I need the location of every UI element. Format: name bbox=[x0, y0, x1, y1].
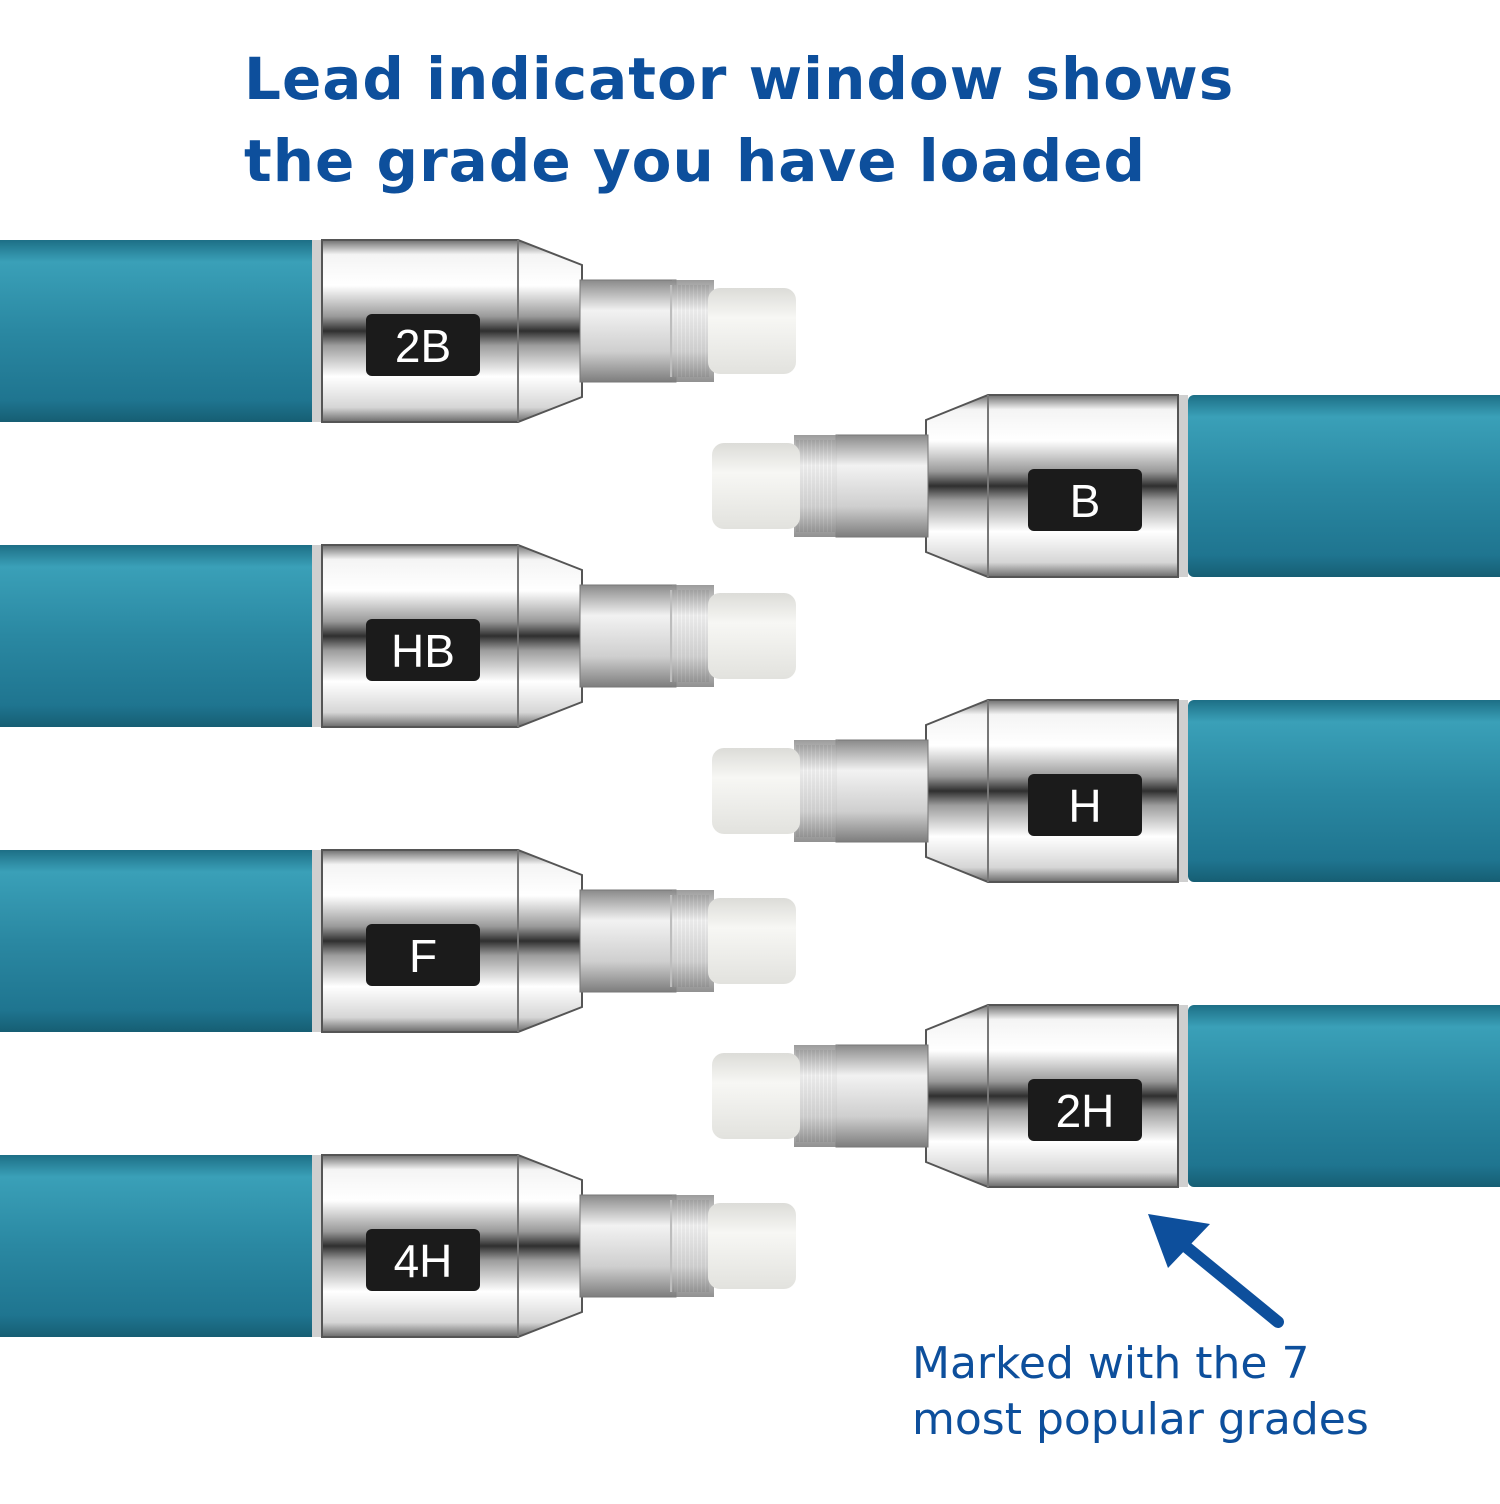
grade-label: B bbox=[1070, 475, 1101, 527]
headline: Lead indicator window shows the grade yo… bbox=[244, 38, 1344, 202]
caption-line-2: most popular grades bbox=[912, 1394, 1369, 1445]
eraser bbox=[712, 443, 800, 529]
pencil-f: F bbox=[0, 849, 796, 1033]
grade-window bbox=[366, 924, 480, 986]
pencil-hb: HB bbox=[0, 544, 796, 728]
pencil-4h: 4H bbox=[0, 1154, 796, 1338]
grade-label: 4H bbox=[394, 1235, 453, 1287]
pencil-barrel bbox=[1188, 395, 1500, 577]
pencil-2b: 2B bbox=[0, 239, 796, 423]
grade-window bbox=[366, 619, 480, 681]
eraser-spring bbox=[794, 1045, 838, 1147]
pencil-barrel bbox=[0, 240, 322, 422]
grades-caption: Marked with the 7 most popular grades bbox=[912, 1336, 1492, 1448]
grade-label: F bbox=[409, 930, 437, 982]
eraser-spring bbox=[672, 890, 714, 992]
pencil-h: H bbox=[712, 699, 1500, 883]
headline-line-1: Lead indicator window shows bbox=[244, 45, 1235, 113]
eraser bbox=[712, 1053, 800, 1139]
eraser bbox=[712, 748, 800, 834]
eraser bbox=[708, 1203, 796, 1289]
eraser-spring bbox=[672, 1195, 714, 1297]
pencil-barrel bbox=[1188, 1005, 1500, 1187]
pencil-2h: 2H bbox=[712, 1004, 1500, 1188]
grade-window bbox=[366, 314, 480, 376]
arrow-up-left-icon bbox=[1148, 1214, 1284, 1328]
pencil-b: B bbox=[712, 394, 1500, 578]
pencil-barrel bbox=[0, 850, 322, 1032]
grade-label: HB bbox=[391, 625, 455, 677]
pencil-barrel bbox=[0, 1155, 322, 1337]
pencil-barrel bbox=[1188, 700, 1500, 882]
eraser bbox=[708, 898, 796, 984]
eraser bbox=[708, 288, 796, 374]
grade-window bbox=[1028, 774, 1142, 836]
grade-label: 2B bbox=[395, 320, 451, 372]
eraser-spring bbox=[672, 585, 714, 687]
pencil-barrel bbox=[0, 545, 322, 727]
eraser-spring bbox=[794, 740, 838, 842]
grade-window bbox=[1028, 469, 1142, 531]
eraser-spring bbox=[794, 435, 838, 537]
grade-label: H bbox=[1068, 780, 1101, 832]
grade-label: 2H bbox=[1056, 1085, 1115, 1137]
grade-window bbox=[1028, 1079, 1142, 1141]
caption-line-1: Marked with the 7 bbox=[912, 1338, 1310, 1389]
grade-window bbox=[366, 1229, 480, 1291]
eraser bbox=[708, 593, 796, 679]
headline-line-2: the grade you have loaded bbox=[244, 127, 1146, 195]
eraser-spring bbox=[672, 280, 714, 382]
